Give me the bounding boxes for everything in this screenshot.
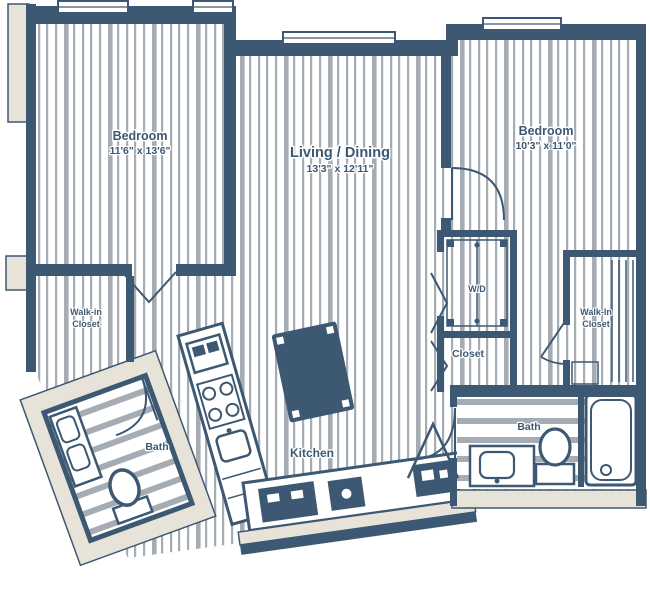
bedroom-right-dims: 10'3" x 11'0" (515, 140, 576, 152)
walkin-right-label-1: Walk-In (580, 307, 612, 317)
bedroom-right-label: Bedroom (519, 124, 574, 138)
bath-second-label: Bath (145, 441, 168, 453)
toilet-icon (538, 427, 572, 467)
fridge-icon (412, 459, 461, 497)
kitchen-island (271, 321, 355, 423)
windows (57, 0, 562, 45)
exterior-wall-fill-bottomright (451, 489, 647, 509)
window-icon (57, 0, 129, 14)
door-arc (451, 167, 505, 221)
entry-door (406, 421, 460, 479)
bath-second-room (19, 349, 217, 567)
closet-label: Closet (452, 348, 485, 360)
laundry-label: W/D (468, 284, 486, 294)
laundry-closet (446, 239, 508, 327)
toilet-tank-icon (534, 462, 576, 486)
walkin-left-label-1: Walk-in (70, 307, 102, 317)
sink-icon (478, 450, 516, 480)
door-leaf (540, 319, 567, 358)
kitchen-counter-bottom (241, 449, 478, 533)
living-dining-dims: 13'3" x 12'11" (307, 163, 374, 175)
bath-main-label: Bath (517, 421, 540, 433)
doors (121, 167, 567, 479)
room-labels: Bedroom 11'6" x 13'6" Living / Dining 13… (69, 123, 613, 462)
exterior-wall-bottom (237, 498, 478, 555)
cooktop-icon (195, 373, 246, 431)
bedroom-left-dims: 11'6" x 13'6" (109, 145, 170, 157)
bifold-door (430, 272, 449, 334)
tub-divider-wall (578, 393, 584, 487)
bedroom-left-label: Bedroom (113, 129, 168, 143)
walkin-left-label-2: Closet (72, 319, 100, 329)
kitchen-counter-left (176, 321, 279, 527)
range-icon (257, 481, 319, 523)
bifold-door (121, 271, 177, 304)
bifold-door (430, 340, 449, 392)
exterior-wall-fill-left (5, 255, 30, 291)
toilet-icon (108, 468, 141, 507)
window-icon (482, 17, 562, 31)
kitchen-label: Kitchen (290, 446, 334, 460)
window-icon (192, 0, 234, 14)
walls (26, 4, 646, 506)
window-icon (282, 31, 396, 45)
exterior-wall-fill-topleft (7, 3, 30, 123)
sink-icon (56, 415, 81, 444)
sink-icon (66, 443, 91, 472)
kitchen-sink-icon (215, 429, 252, 463)
walkin-right-closet (571, 260, 634, 385)
walkin-right-label-2: Closet (582, 319, 610, 329)
door-arc (540, 356, 567, 365)
living-dining-label: Living / Dining (290, 145, 390, 161)
